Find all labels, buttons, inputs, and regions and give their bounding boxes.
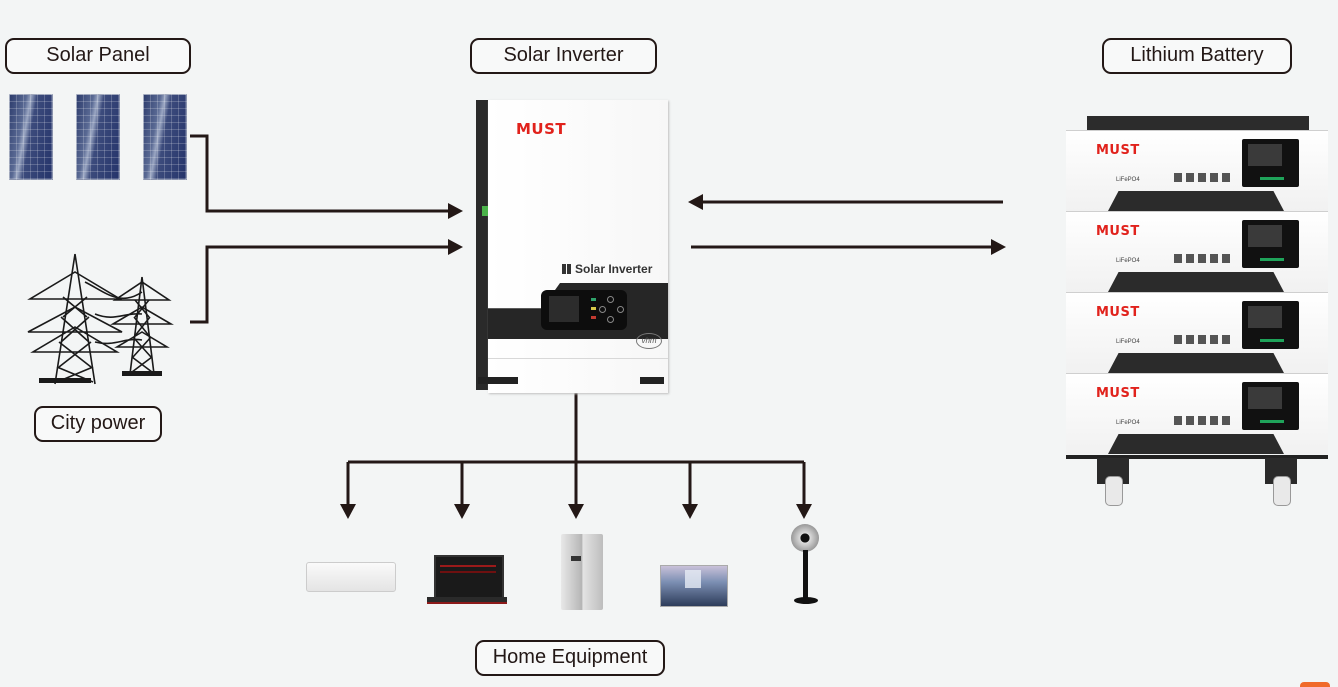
arrow-head	[688, 194, 703, 210]
laptop-base	[427, 597, 507, 604]
solar-inverter-unit	[488, 100, 668, 393]
arrow-head	[448, 239, 463, 255]
city-to-inverter-line	[190, 245, 450, 324]
battery-module: MUST LiFePO4	[1066, 373, 1328, 454]
inverter-foot	[478, 377, 518, 384]
battery-module: MUST LiFePO4	[1066, 292, 1328, 373]
battery-ports	[1174, 416, 1234, 425]
battery-ports	[1174, 254, 1234, 263]
home-equipment-label: Home Equipment	[475, 640, 665, 676]
solar-panel-icon	[76, 94, 120, 180]
battery-display	[1242, 382, 1299, 430]
inverter-bottom-line	[488, 358, 668, 359]
battery-chemistry-text: LiFePO4	[1116, 177, 1140, 183]
arrow-head	[568, 504, 584, 519]
status-led-red	[591, 316, 596, 319]
fan-pole	[803, 550, 808, 598]
corner-brand-mark	[1300, 682, 1330, 687]
solar-inverter-label: Solar Inverter	[470, 38, 657, 74]
battery-handle	[1108, 191, 1284, 211]
battery-display	[1242, 220, 1299, 268]
inverter-lcd-screen	[549, 296, 579, 322]
air-conditioner-icon	[306, 562, 396, 592]
caster-wheel-icon	[1095, 458, 1131, 506]
solar-panel-label: Solar Panel	[5, 38, 191, 74]
arrow-head	[454, 504, 470, 519]
battery-brand-logo: MUST	[1096, 305, 1140, 320]
power-tower-icon	[27, 253, 174, 385]
arrow-head	[682, 504, 698, 519]
inverter-green-indicator	[482, 206, 488, 216]
battery-handle	[1108, 353, 1284, 373]
refrigerator-icon	[561, 534, 603, 610]
vhm-badge: vhm	[636, 333, 662, 349]
battery-module: MUST LiFePO4	[1066, 130, 1328, 211]
city-power-label: City power	[34, 406, 162, 442]
status-led-green	[591, 298, 596, 301]
fan-base	[794, 597, 818, 604]
battery-brand-logo: MUST	[1096, 224, 1140, 239]
battery-base	[1066, 455, 1328, 459]
lithium-battery-label: Lithium Battery	[1102, 38, 1292, 74]
battery-ports	[1174, 335, 1234, 344]
status-led-yellow	[591, 307, 596, 310]
electric-fan-icon	[791, 524, 819, 552]
battery-ports	[1174, 173, 1234, 182]
battery-brand-logo: MUST	[1096, 386, 1140, 401]
solar-to-inverter-line	[190, 134, 450, 213]
arrow-head	[796, 504, 812, 519]
battery-display	[1242, 139, 1299, 187]
battery-handle	[1108, 434, 1284, 454]
solar-panel-icon	[143, 94, 187, 180]
battery-chemistry-text: LiFePO4	[1116, 258, 1140, 264]
arrow-head	[991, 239, 1006, 255]
inverter-model-text: Solar Inverter	[562, 262, 652, 276]
television-icon	[660, 565, 728, 607]
inverter-button-icon	[599, 306, 606, 313]
inverter-foot	[640, 377, 664, 384]
battery-display	[1242, 301, 1299, 349]
battery-chemistry-text: LiFePO4	[1116, 339, 1140, 345]
battery-module: MUST LiFePO4	[1066, 211, 1328, 292]
arrow-head	[340, 504, 356, 519]
inverter-button-icon	[607, 296, 614, 303]
caster-wheel-icon	[1263, 458, 1299, 506]
laptop-icon	[434, 555, 504, 601]
solar-panel-icon	[9, 94, 53, 180]
inverter-button-icon	[607, 316, 614, 323]
battery-top-cover	[1087, 116, 1309, 130]
battery-chemistry-text: LiFePO4	[1116, 420, 1140, 426]
inverter-brand-logo: MUST	[516, 120, 567, 138]
battery-handle	[1108, 272, 1284, 292]
arrow-head	[448, 203, 463, 219]
inverter-button-icon	[617, 306, 624, 313]
battery-brand-logo: MUST	[1096, 143, 1140, 158]
solar-grid-icon	[562, 264, 572, 274]
